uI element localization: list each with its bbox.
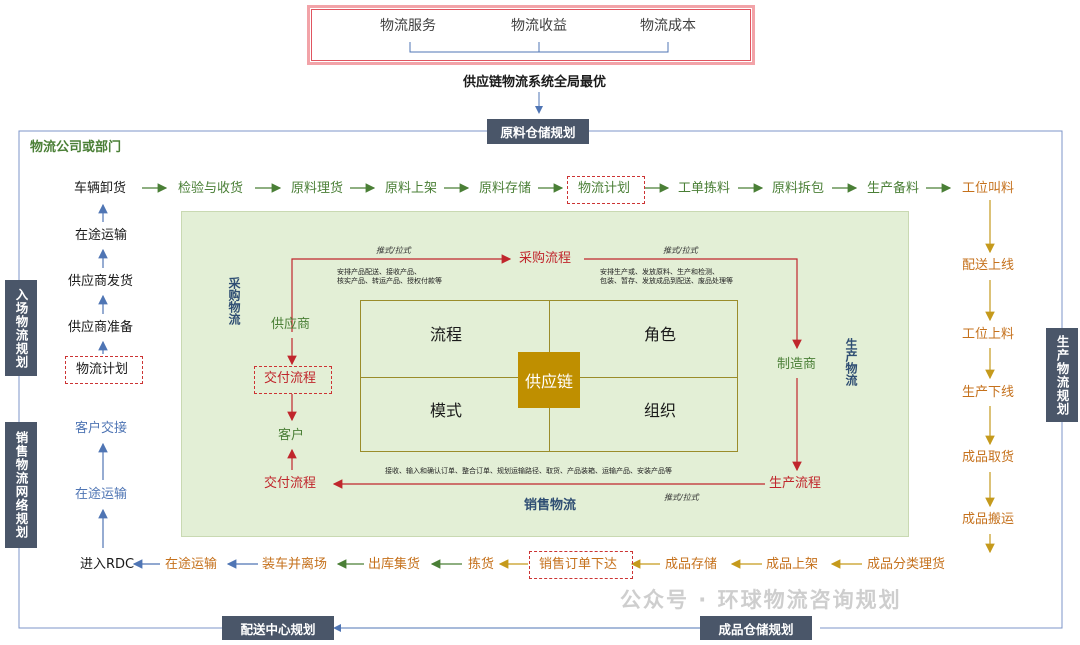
step-prep: 生产备料 [867,181,920,196]
quad-mode: 模式 [430,401,463,420]
supplier-node: 供应商 [271,317,311,332]
customer-node: 客户 [278,428,305,443]
center-flow-arrows [287,254,802,489]
bottom-enter-rdc: 进入RDC [80,557,135,572]
company-label: 物流公司或部门 [30,140,122,155]
manufacturer-node: 制造商 [777,357,817,372]
plan-box-top [567,176,645,204]
quad-role: 角色 [644,325,677,344]
bottom-finished-store: 成品存储 [665,557,718,572]
step-inspect: 检验与收货 [178,181,244,196]
bottom-sales-order: 销售订单下达 [539,557,618,572]
outer-frame [18,130,1063,629]
left-supplier-ship: 供应商发货 [68,274,134,289]
quad-organization: 组织 [644,401,677,420]
top-item-revenue: 物流收益 [511,18,567,34]
purchase-note: 安排产品配送、接收产品、 核实产品、转运产品、授权付款等 [337,268,442,285]
bottom-outbound-collect: 出库集货 [368,557,421,572]
left-transit-2: 在途运输 [75,487,128,502]
raw-storage-planning-box: 原料仓储规划 [487,119,589,144]
step-raw-tally: 原料理货 [291,181,344,196]
production-note: 安排生产或、发放原料、生产和检测、 包装、暂存、发放成品到配送、废品处理等 [600,268,733,285]
push-pull-1: 推式/拉式 [376,246,411,255]
left-transit: 在途运输 [75,228,128,243]
bottom-pick: 拣货 [468,557,495,572]
delivery-box-left [254,366,332,394]
delivery-flow-mid: 交付流程 [264,476,317,491]
step-logistics-plan: 物流计划 [578,181,631,196]
top-goal-box [307,5,755,65]
watermark: 公众号 · 环球物流咨询规划 [620,588,902,612]
bottom-load-leave: 装车并离场 [262,557,328,572]
right-station-load: 工位上料 [962,327,1015,342]
production-logistics-label: 生产物流 [844,338,858,386]
top-item-cost: 物流成本 [640,18,696,34]
finished-storage-planning-box: 成品仓储规划 [700,616,812,640]
bottom-finished-sort: 成品分类理货 [867,557,946,572]
purchase-logistics-label: 采购物流 [227,277,241,325]
left-customer-handover: 客户交接 [75,421,128,436]
step-unpack: 原料拆包 [772,181,825,196]
sales-network-box: 销售物流网络规划 [5,422,37,548]
step-raw-shelve: 原料上架 [385,181,438,196]
top-bracket [409,42,669,53]
left-supplier-prep: 供应商准备 [68,320,134,335]
push-pull-3: 推式/拉式 [664,493,699,502]
global-optimum-label: 供应链物流系统全局最优 [463,75,607,90]
delivery-flow-left: 交付流程 [264,371,317,386]
sales-note: 接收、输入和确认订单、整合订单、规划运输路径、取货、产品装箱、运输产品、安装产品… [385,467,672,475]
plan-box-left [65,356,143,384]
right-offline: 生产下线 [962,385,1015,400]
right-transport: 成品搬运 [962,512,1015,527]
step-call-material: 工位叫料 [962,181,1015,196]
step-pick: 工单拣料 [678,181,731,196]
order-box-bottom [529,551,633,579]
purchase-flow: 采购流程 [519,251,572,266]
quad-process: 流程 [430,325,463,344]
step-raw-store: 原料存储 [479,181,532,196]
top-item-service: 物流服务 [380,18,436,34]
core-supply-chain: 供应链 [518,352,580,408]
inbound-logistics-box: 入场物流规划 [5,280,37,376]
step-unload: 车辆卸货 [74,181,127,196]
right-pickup: 成品取货 [962,450,1015,465]
sales-logistics-label: 销售物流 [524,498,577,513]
push-pull-2: 推式/拉式 [663,246,698,255]
right-line-feed: 配送上线 [962,258,1015,273]
bottom-transit: 在途运输 [165,557,218,572]
production-flow: 生产流程 [769,476,822,491]
dc-planning-box: 配送中心规划 [222,616,334,640]
left-logistics-plan: 物流计划 [76,362,129,377]
bottom-finished-shelve: 成品上架 [766,557,819,572]
production-logistics-box: 生产物流规划 [1046,328,1078,422]
